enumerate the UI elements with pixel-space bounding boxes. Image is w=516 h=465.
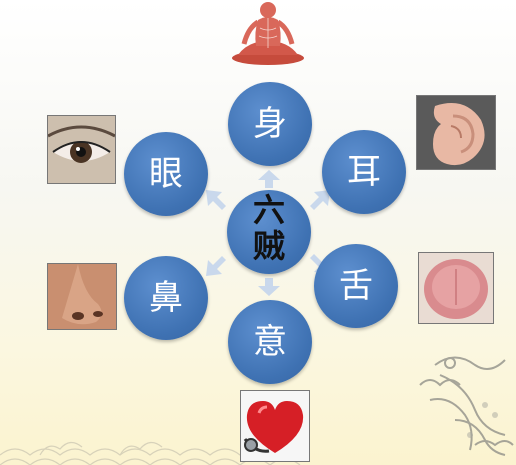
center-label-line1: 六 xyxy=(248,193,286,229)
arrow-downleft-icon xyxy=(206,256,226,276)
node-mind-label: 意 xyxy=(253,322,287,362)
node-body-label: 身 xyxy=(253,104,287,144)
center-node xyxy=(227,190,311,274)
node-tongue: 舌 xyxy=(314,244,398,328)
center-label: 六贼 xyxy=(248,193,290,265)
node-body: 身 xyxy=(228,82,312,166)
eye-photo-icon xyxy=(47,115,116,184)
node-ear-label: 耳 xyxy=(347,152,381,192)
heart-stethoscope-icon xyxy=(240,390,310,462)
arrow-upright-icon xyxy=(310,190,330,210)
tongue-photo-icon xyxy=(418,252,494,324)
meditation-figure-icon xyxy=(232,2,304,65)
node-eye-label: 眼 xyxy=(149,154,183,194)
node-eye: 眼 xyxy=(124,132,208,216)
node-mind: 意 xyxy=(228,300,312,384)
ear-photo-icon xyxy=(416,95,496,170)
arrow-upleft-icon xyxy=(206,190,226,210)
arrow-down-icon xyxy=(258,278,280,296)
node-nose-label: 鼻 xyxy=(149,278,183,318)
dragon-decoration xyxy=(419,356,514,456)
node-nose: 鼻 xyxy=(124,256,208,340)
center-label-line2: 贼 xyxy=(248,229,286,265)
arrow-up-icon xyxy=(258,170,280,188)
node-ear: 耳 xyxy=(322,130,406,214)
node-tongue-label: 舌 xyxy=(339,266,373,306)
nose-photo-icon xyxy=(47,263,117,330)
